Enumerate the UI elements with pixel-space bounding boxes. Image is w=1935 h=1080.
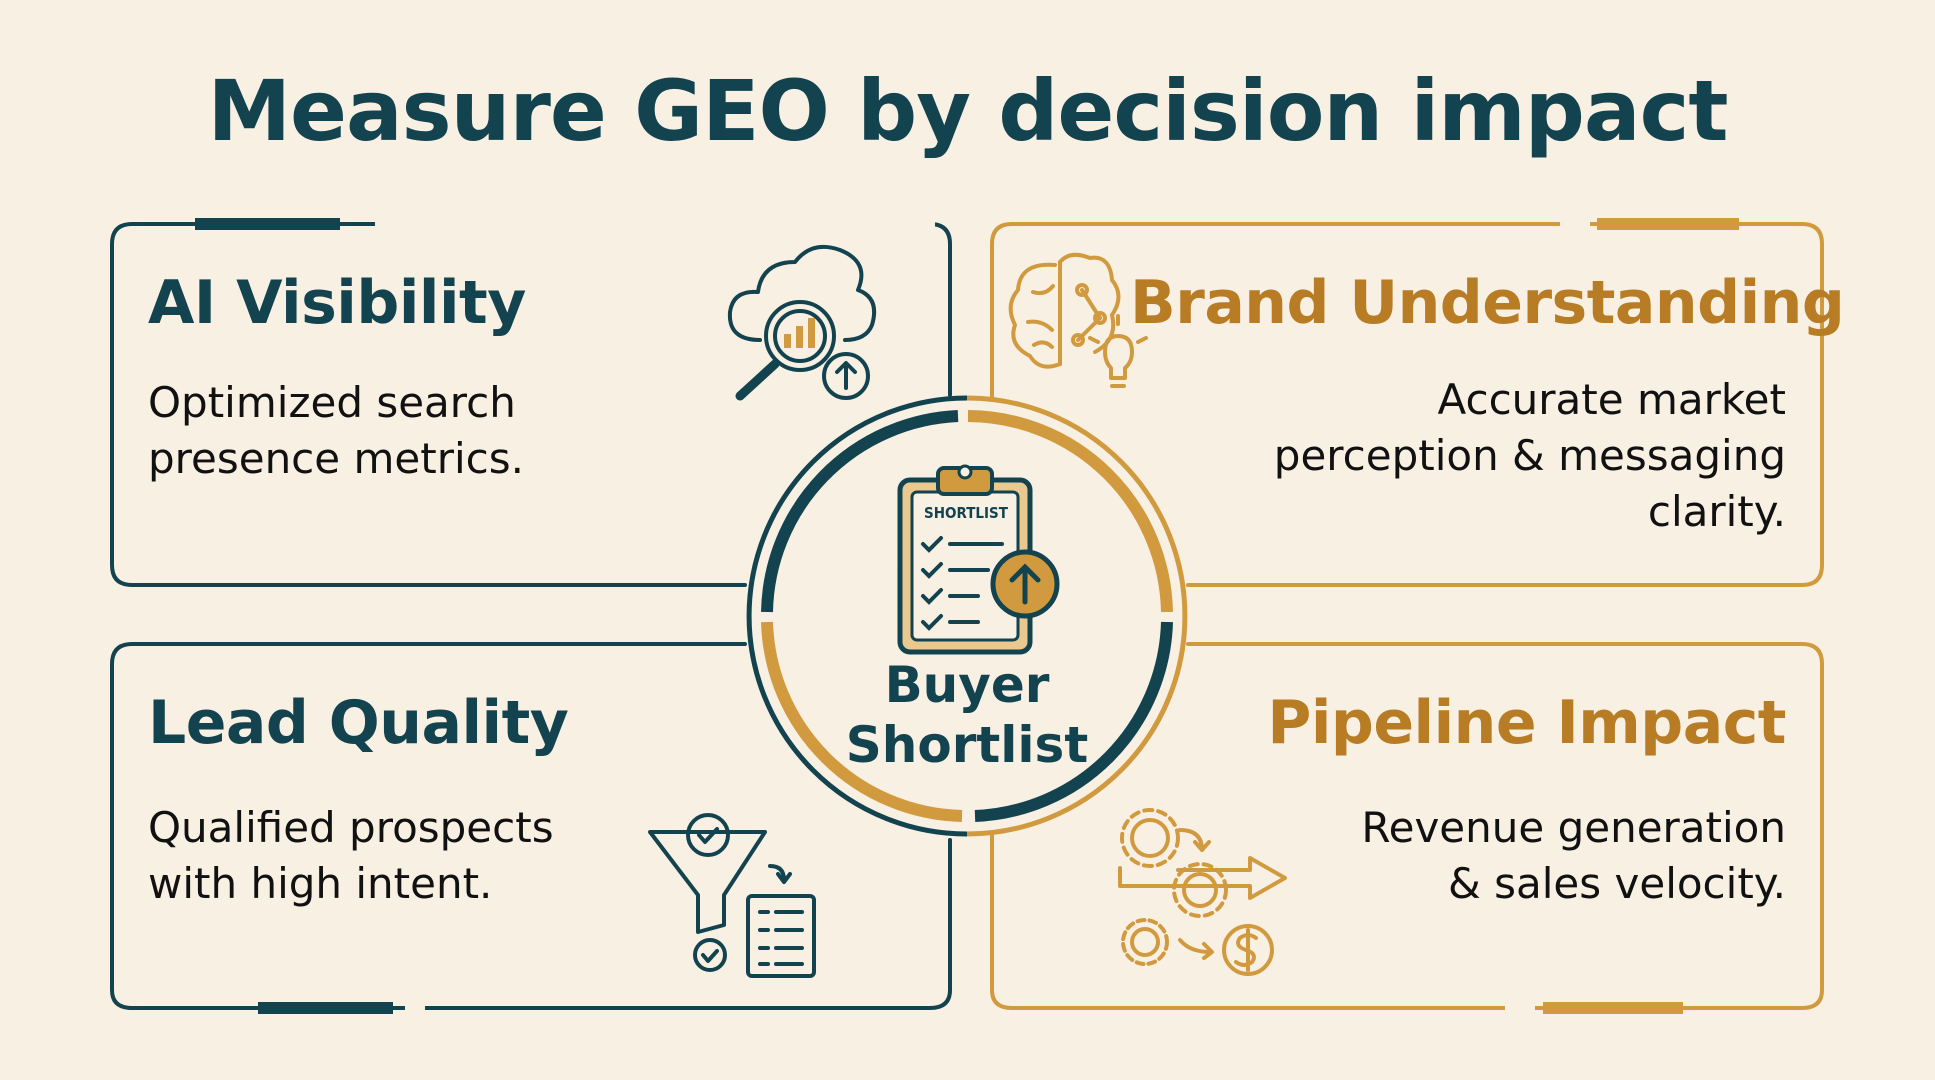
accent-bar [1543, 1002, 1683, 1014]
accent-bar [1560, 221, 1590, 227]
accent-bar [405, 1005, 425, 1011]
funnel-checklist-icon [648, 813, 816, 978]
pipeline-impact-card-border [990, 642, 1824, 1010]
lead-quality-card-border [110, 642, 952, 1010]
ai-visibility-title: AI Visibility [148, 268, 526, 338]
page-title: Measure GEO by decision impact [207, 62, 1728, 160]
accent-bar [195, 218, 340, 230]
ai-visibility-card-border [110, 222, 952, 587]
pipeline-impact-title: Pipeline Impact [1267, 688, 1786, 758]
clipboard-checklist-icon [897, 464, 1060, 655]
gears-revenue-icon [1118, 808, 1287, 976]
lead-quality-title: Lead Quality [148, 688, 569, 758]
pipeline-impact-description: Revenue generation & sales velocity. [1361, 803, 1786, 908]
outer-ring-gold-right [966, 395, 1188, 837]
brain-lightbulb-icon [1008, 252, 1148, 388]
accent-bar [1597, 218, 1739, 230]
brand-understanding-description: Accurate market perception & messaging c… [1273, 375, 1786, 536]
brand-understanding-card-border [990, 222, 1824, 587]
inner-ring-segment [761, 621, 963, 822]
inner-ring-segment [761, 410, 959, 613]
inner-ring-segment [974, 621, 1173, 822]
lead-quality-description: Qualified prospects with high intent. [148, 803, 554, 908]
accent-bar [258, 1002, 393, 1014]
accent-bar [375, 221, 935, 227]
outer-ring-teal-left [746, 395, 968, 837]
buyer-shortlist-label: Buyer Shortlist [845, 656, 1089, 774]
ai-visibility-description: Optimized search presence metrics. [148, 378, 524, 483]
brand-understanding-title: Brand Understanding [1130, 268, 1845, 338]
accent-bar [1505, 1005, 1535, 1011]
clipboard-label: SHORTLIST [924, 504, 1008, 522]
inner-ring-segment [967, 410, 1173, 613]
cloud-search-analytics-icon [727, 245, 877, 401]
